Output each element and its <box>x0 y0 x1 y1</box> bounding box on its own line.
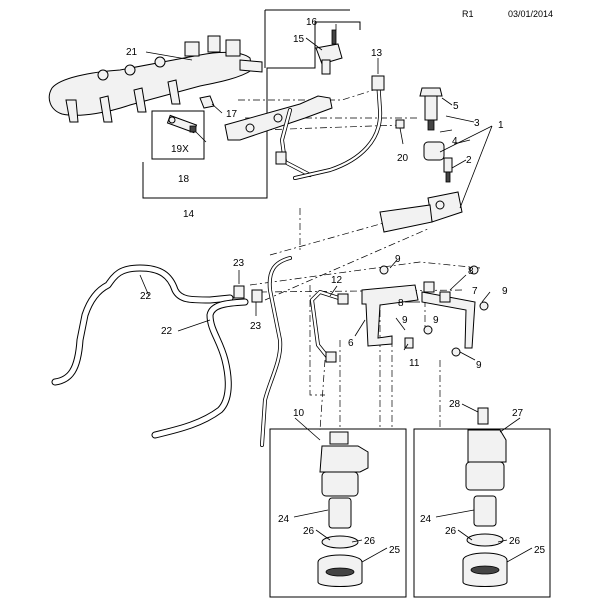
injector-19x <box>166 114 198 134</box>
callout-2: 2 <box>466 155 472 166</box>
callout-24a: 24 <box>278 514 290 525</box>
callout-9c: 9 <box>402 315 408 326</box>
callout-17: 17 <box>226 109 238 120</box>
callout-6: 6 <box>348 338 354 349</box>
callout-26c: 26 <box>445 526 457 537</box>
callout-13: 13 <box>371 48 383 59</box>
date-label: 03/01/2014 <box>508 9 553 19</box>
bolts-9 <box>379 265 489 357</box>
pressure-sensor-15 <box>315 29 343 75</box>
clip-23a <box>233 285 245 299</box>
callout-26d: 26 <box>509 536 521 547</box>
callout-labels: 1 2 3 4 5 6 7 8 8 9 9 9 9 9 10 11 12 13 … <box>126 17 546 556</box>
group-frame-27 <box>413 428 551 598</box>
callout-27: 27 <box>512 408 524 419</box>
callout-4: 4 <box>452 136 458 147</box>
callout-25a: 25 <box>389 545 401 556</box>
callout-9d: 9 <box>433 315 439 326</box>
callout-22a: 22 <box>140 291 152 302</box>
callout-1: 1 <box>498 120 504 131</box>
fuel-filter-27 <box>462 407 508 587</box>
callout-19x: 19X <box>171 144 189 155</box>
callout-16: 16 <box>306 17 318 28</box>
clip-17 <box>199 95 215 109</box>
callout-28: 28 <box>449 399 461 410</box>
callout-23a: 23 <box>233 258 245 269</box>
fuel-hose-22 <box>51 264 249 439</box>
callout-18: 18 <box>178 174 190 185</box>
return-hose-13 <box>293 75 385 180</box>
callout-5: 5 <box>453 101 459 112</box>
callout-26a: 26 <box>303 526 315 537</box>
callout-9b: 9 <box>502 286 508 297</box>
callout-10: 10 <box>293 408 305 419</box>
callout-24b: 24 <box>420 514 432 525</box>
callout-22b: 22 <box>161 326 173 337</box>
fuel-filter-10 <box>317 431 369 587</box>
clip-23b <box>251 289 263 303</box>
fitting-20 <box>395 119 405 129</box>
revision-label: R1 <box>462 9 474 19</box>
callout-23b: 23 <box>250 321 262 332</box>
group-frame-14 <box>142 9 361 199</box>
callout-14: 14 <box>183 209 195 220</box>
callout-9e: 9 <box>476 360 482 371</box>
leader-lines <box>139 24 533 563</box>
bracket-6 <box>361 284 419 349</box>
filter-head-1 <box>379 87 463 233</box>
callout-21: 21 <box>126 47 138 58</box>
callout-26b: 26 <box>364 536 376 547</box>
callout-8a: 8 <box>468 266 474 277</box>
fuel-rail-21 <box>48 35 263 123</box>
callout-12: 12 <box>331 275 343 286</box>
callout-20: 20 <box>397 153 409 164</box>
callout-8b: 8 <box>398 298 404 309</box>
callout-25b: 25 <box>534 545 546 556</box>
injector-rail-14 <box>224 95 333 177</box>
callout-15: 15 <box>293 34 305 45</box>
bracket-7 <box>421 281 476 349</box>
callout-7: 7 <box>472 286 478 297</box>
vent-tube <box>260 256 292 447</box>
callout-3: 3 <box>474 118 480 129</box>
group-frame-10 <box>269 428 407 598</box>
feed-pipe-12 <box>310 290 349 363</box>
group-frame-19x <box>151 110 205 160</box>
callout-11: 11 <box>409 358 420 369</box>
callout-9a: 9 <box>395 254 401 265</box>
